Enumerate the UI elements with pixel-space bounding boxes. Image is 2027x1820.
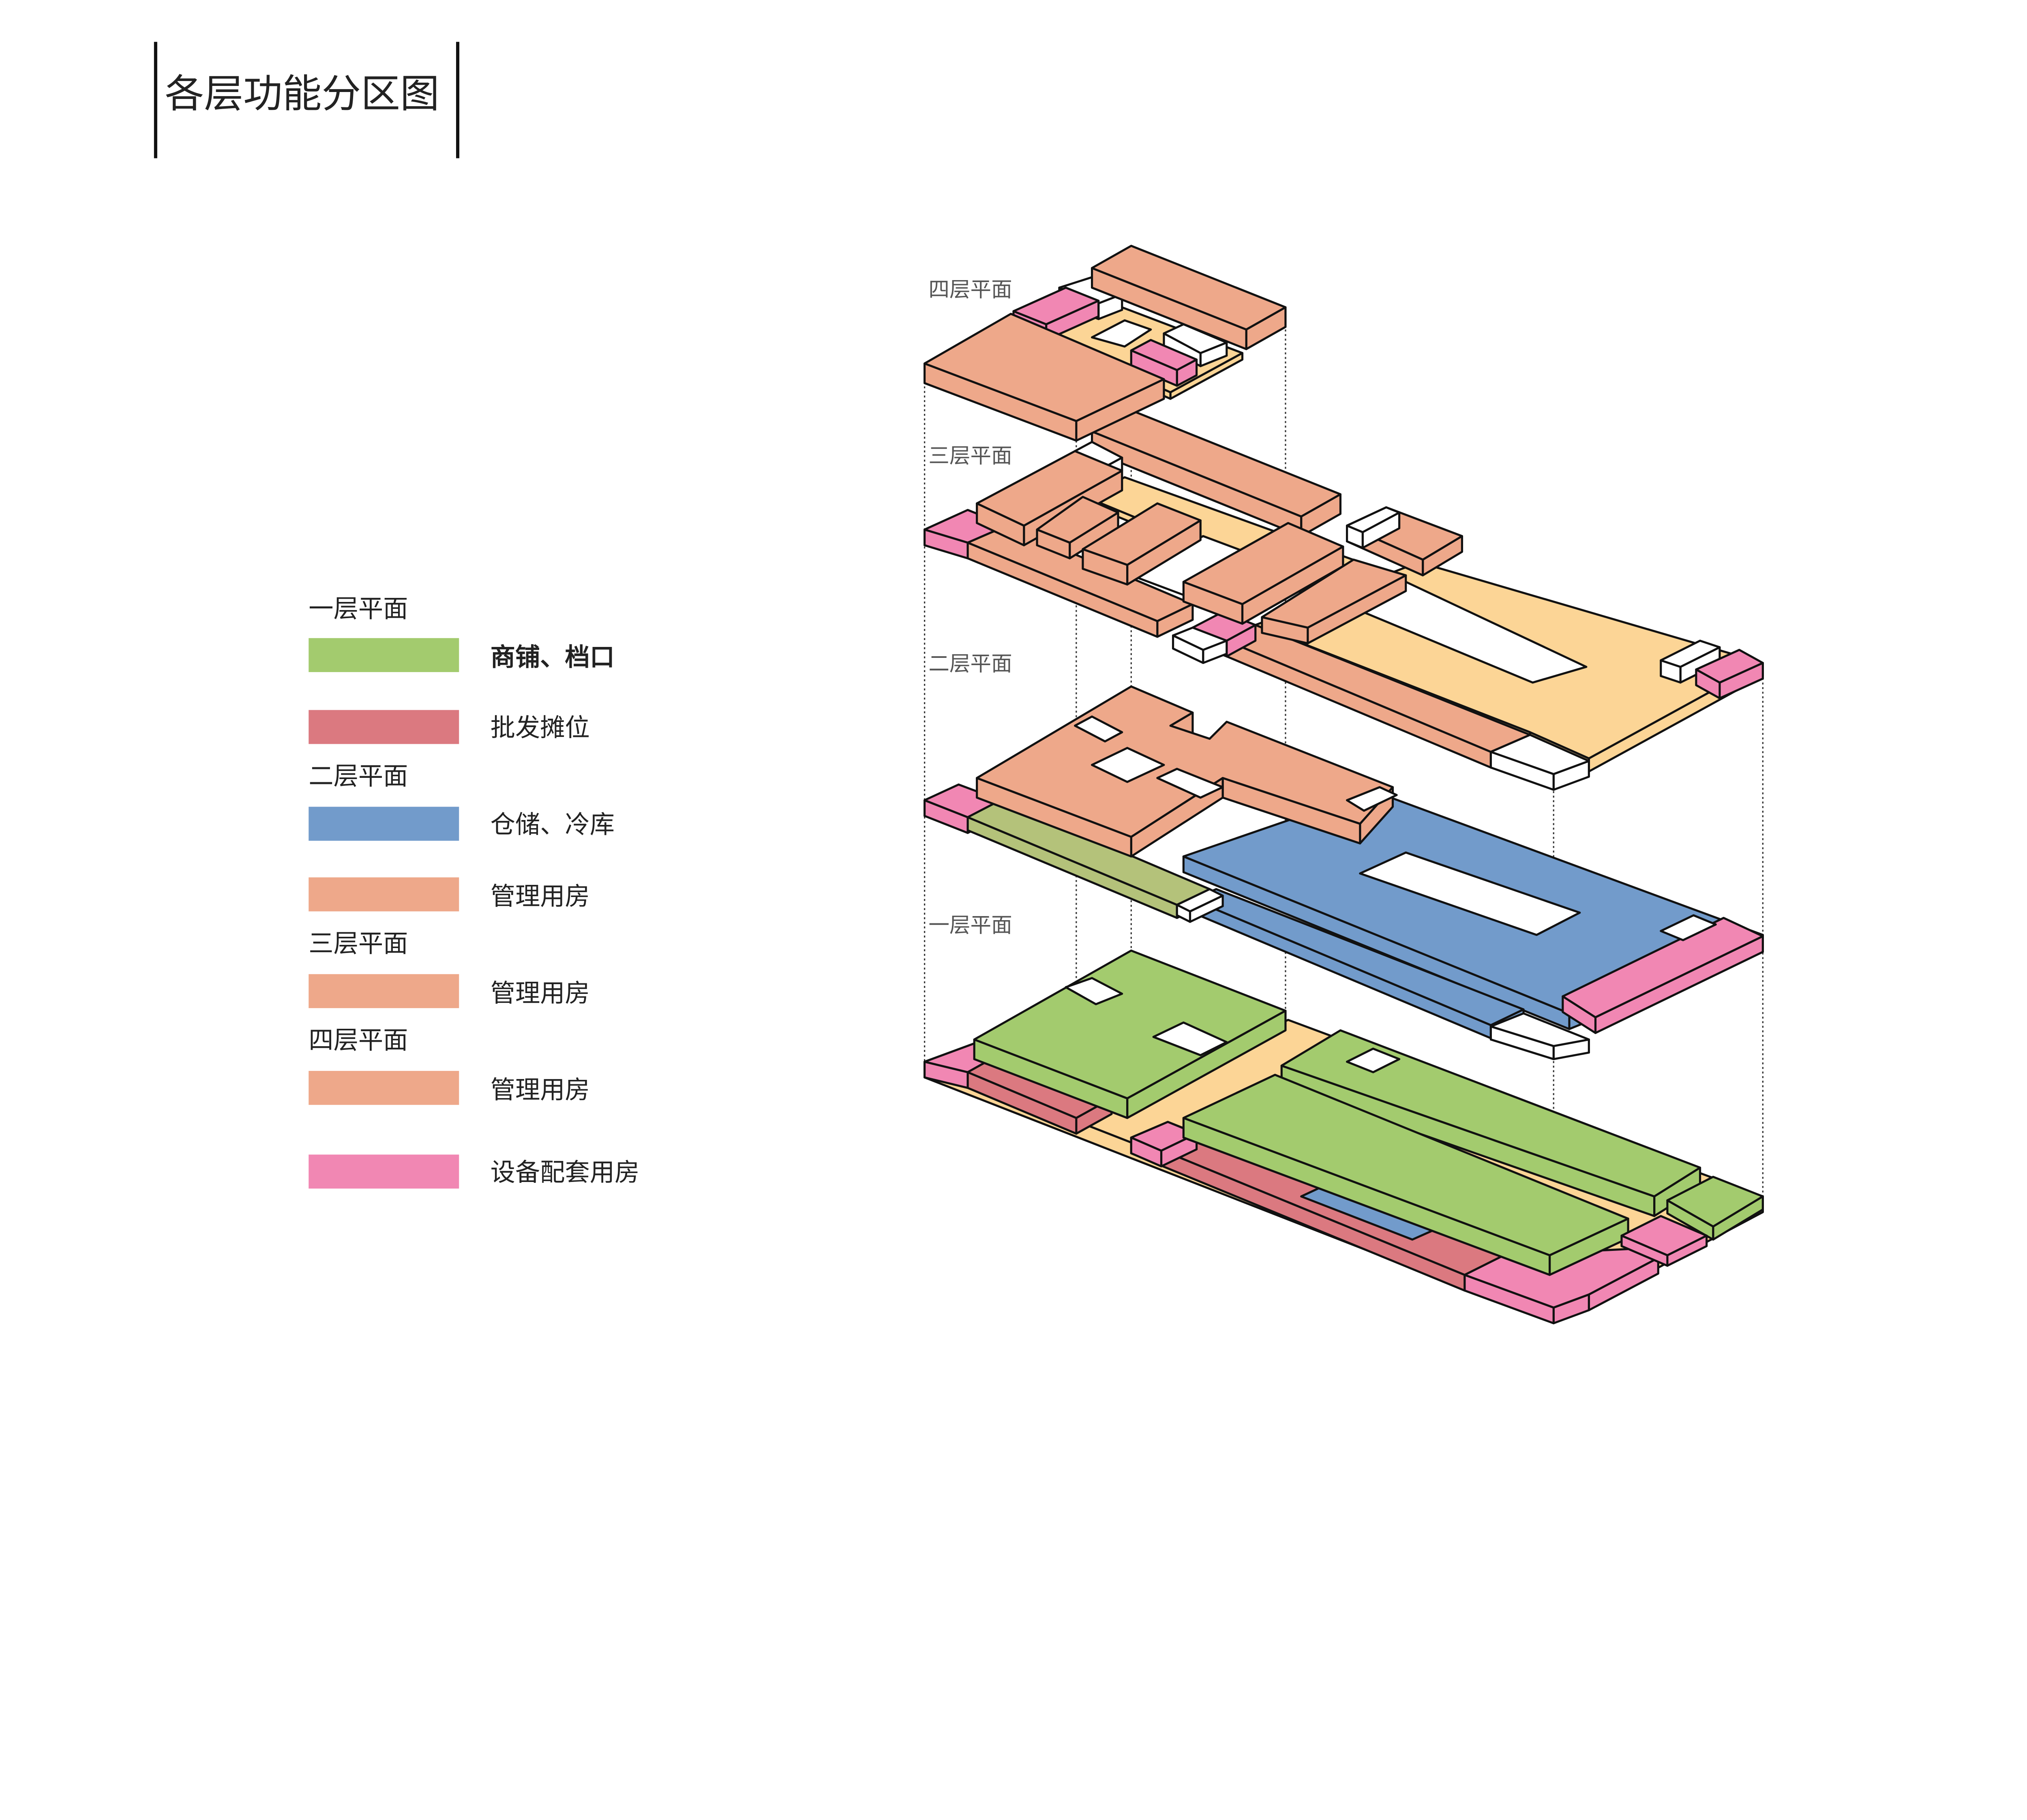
floor-2 — [924, 685, 1764, 1060]
equipment-room-top — [1695, 649, 1764, 684]
void-top — [1091, 319, 1152, 348]
legend-label-storage: 仓储、冷库 — [491, 810, 615, 839]
void — [1346, 786, 1398, 812]
floor-label-1: 一层平面 — [928, 913, 1012, 938]
void — [1156, 768, 1224, 799]
legend: 一层平面 商铺、档口 批发摊位 二层平面 仓储、冷库 管理用房 三层平面 管理用… — [309, 595, 639, 1189]
floor-zoning-diagram: 各层功能分区图 一层平面 商铺、档口 批发摊位 二层平面 仓储、冷库 管理用房 … — [154, 42, 1764, 1325]
shops-below — [966, 799, 1211, 919]
void-top — [1346, 506, 1401, 533]
equipment-room — [1130, 339, 1198, 387]
admin-rooms — [1261, 559, 1407, 644]
void-top — [1163, 323, 1228, 354]
courtyard-void — [1091, 747, 1165, 783]
legend-swatch-admin-f3 — [309, 974, 459, 1008]
legend-label-equipment: 设备配套用房 — [491, 1158, 640, 1187]
admin-rooms — [1082, 502, 1202, 586]
title-block: 各层功能分区图 — [154, 42, 460, 158]
shops-block-top — [1666, 1176, 1764, 1228]
legend-swatch-equipment — [309, 1154, 459, 1189]
floor-1 — [924, 949, 1764, 1325]
legend-swatch-wholesale — [309, 710, 459, 744]
void — [1091, 319, 1152, 348]
void — [1065, 977, 1123, 1005]
admin-rooms — [1182, 522, 1344, 625]
courtyard-void-top — [1091, 747, 1165, 783]
admin-rooms-top — [976, 450, 1123, 527]
legend-label-admin-f4: 管理用房 — [491, 1076, 590, 1105]
legend-swatch-shops — [309, 638, 459, 672]
void-top — [1489, 1012, 1590, 1047]
legend-heading-f4: 四层平面 — [309, 1026, 408, 1055]
shops-block — [1666, 1176, 1764, 1241]
floor-label-4: 四层平面 — [928, 278, 1012, 302]
void — [1489, 1012, 1590, 1060]
equipment-room-top — [1562, 916, 1764, 1019]
equipment-room-top — [1012, 287, 1100, 325]
floor-stack — [924, 244, 1764, 1325]
admin-rooms-top — [1182, 522, 1344, 605]
equipment-room — [1695, 649, 1764, 700]
void-top — [1359, 851, 1581, 936]
void-top — [1156, 768, 1224, 799]
admin-rooms — [1036, 496, 1119, 559]
legend-heading-f1: 一层平面 — [309, 595, 408, 623]
shops-block — [1280, 1029, 1701, 1217]
equipment-room-top — [1130, 339, 1198, 371]
shops-block-top — [1280, 1029, 1701, 1198]
void-top — [1065, 977, 1123, 1005]
legend-swatch-admin-f4 — [309, 1071, 459, 1105]
admin-rooms-top — [1082, 502, 1202, 566]
shops-block-top — [973, 949, 1287, 1100]
admin-rooms-top — [924, 313, 1165, 422]
legend-label-wholesale: 批发摊位 — [491, 713, 590, 742]
admin-rooms-top — [1261, 559, 1407, 629]
void — [1359, 851, 1581, 936]
void-top — [1074, 715, 1123, 743]
admin-rooms — [1091, 244, 1287, 350]
void-top — [1176, 888, 1224, 912]
floor-label-2: 二层平面 — [928, 652, 1012, 676]
legend-swatch-admin-f2 — [309, 877, 459, 912]
void — [1176, 888, 1224, 923]
admin-rooms-top — [1036, 496, 1119, 544]
void-top — [1660, 914, 1717, 941]
legend-label-admin-f2: 管理用房 — [491, 882, 590, 911]
equipment-room-top — [1620, 1215, 1708, 1257]
void — [1074, 715, 1123, 743]
page-title: 各层功能分区图 — [165, 71, 439, 117]
equipment-room — [1463, 1248, 1659, 1325]
shops-block-top — [1182, 1074, 1629, 1257]
equipment-room — [1620, 1215, 1708, 1267]
void-top — [1346, 786, 1398, 812]
floor-label-3: 三层平面 — [928, 444, 1012, 468]
void — [1346, 506, 1401, 549]
void — [1489, 734, 1590, 791]
legend-swatch-storage — [309, 807, 459, 841]
void — [1346, 1047, 1401, 1073]
void-top — [1489, 734, 1590, 775]
equipment-room — [1562, 916, 1764, 1034]
void-top — [1660, 640, 1721, 668]
void-top — [1152, 1021, 1228, 1056]
legend-heading-f2: 二层平面 — [309, 762, 408, 790]
void — [1660, 914, 1717, 941]
admin-rooms-top — [1091, 244, 1287, 331]
legend-label-admin-f3: 管理用房 — [491, 979, 590, 1008]
shops-block — [973, 949, 1287, 1119]
void-top — [1346, 1047, 1401, 1073]
floor-4 — [924, 244, 1287, 442]
shops-block — [1182, 1074, 1629, 1276]
legend-label-shops: 商铺、档口 — [491, 643, 615, 672]
floor-3 — [924, 411, 1764, 791]
admin-rooms — [924, 313, 1165, 442]
void — [1172, 626, 1228, 664]
void-top — [1172, 626, 1228, 651]
void — [1152, 1021, 1228, 1056]
legend-heading-f3: 三层平面 — [309, 929, 408, 958]
